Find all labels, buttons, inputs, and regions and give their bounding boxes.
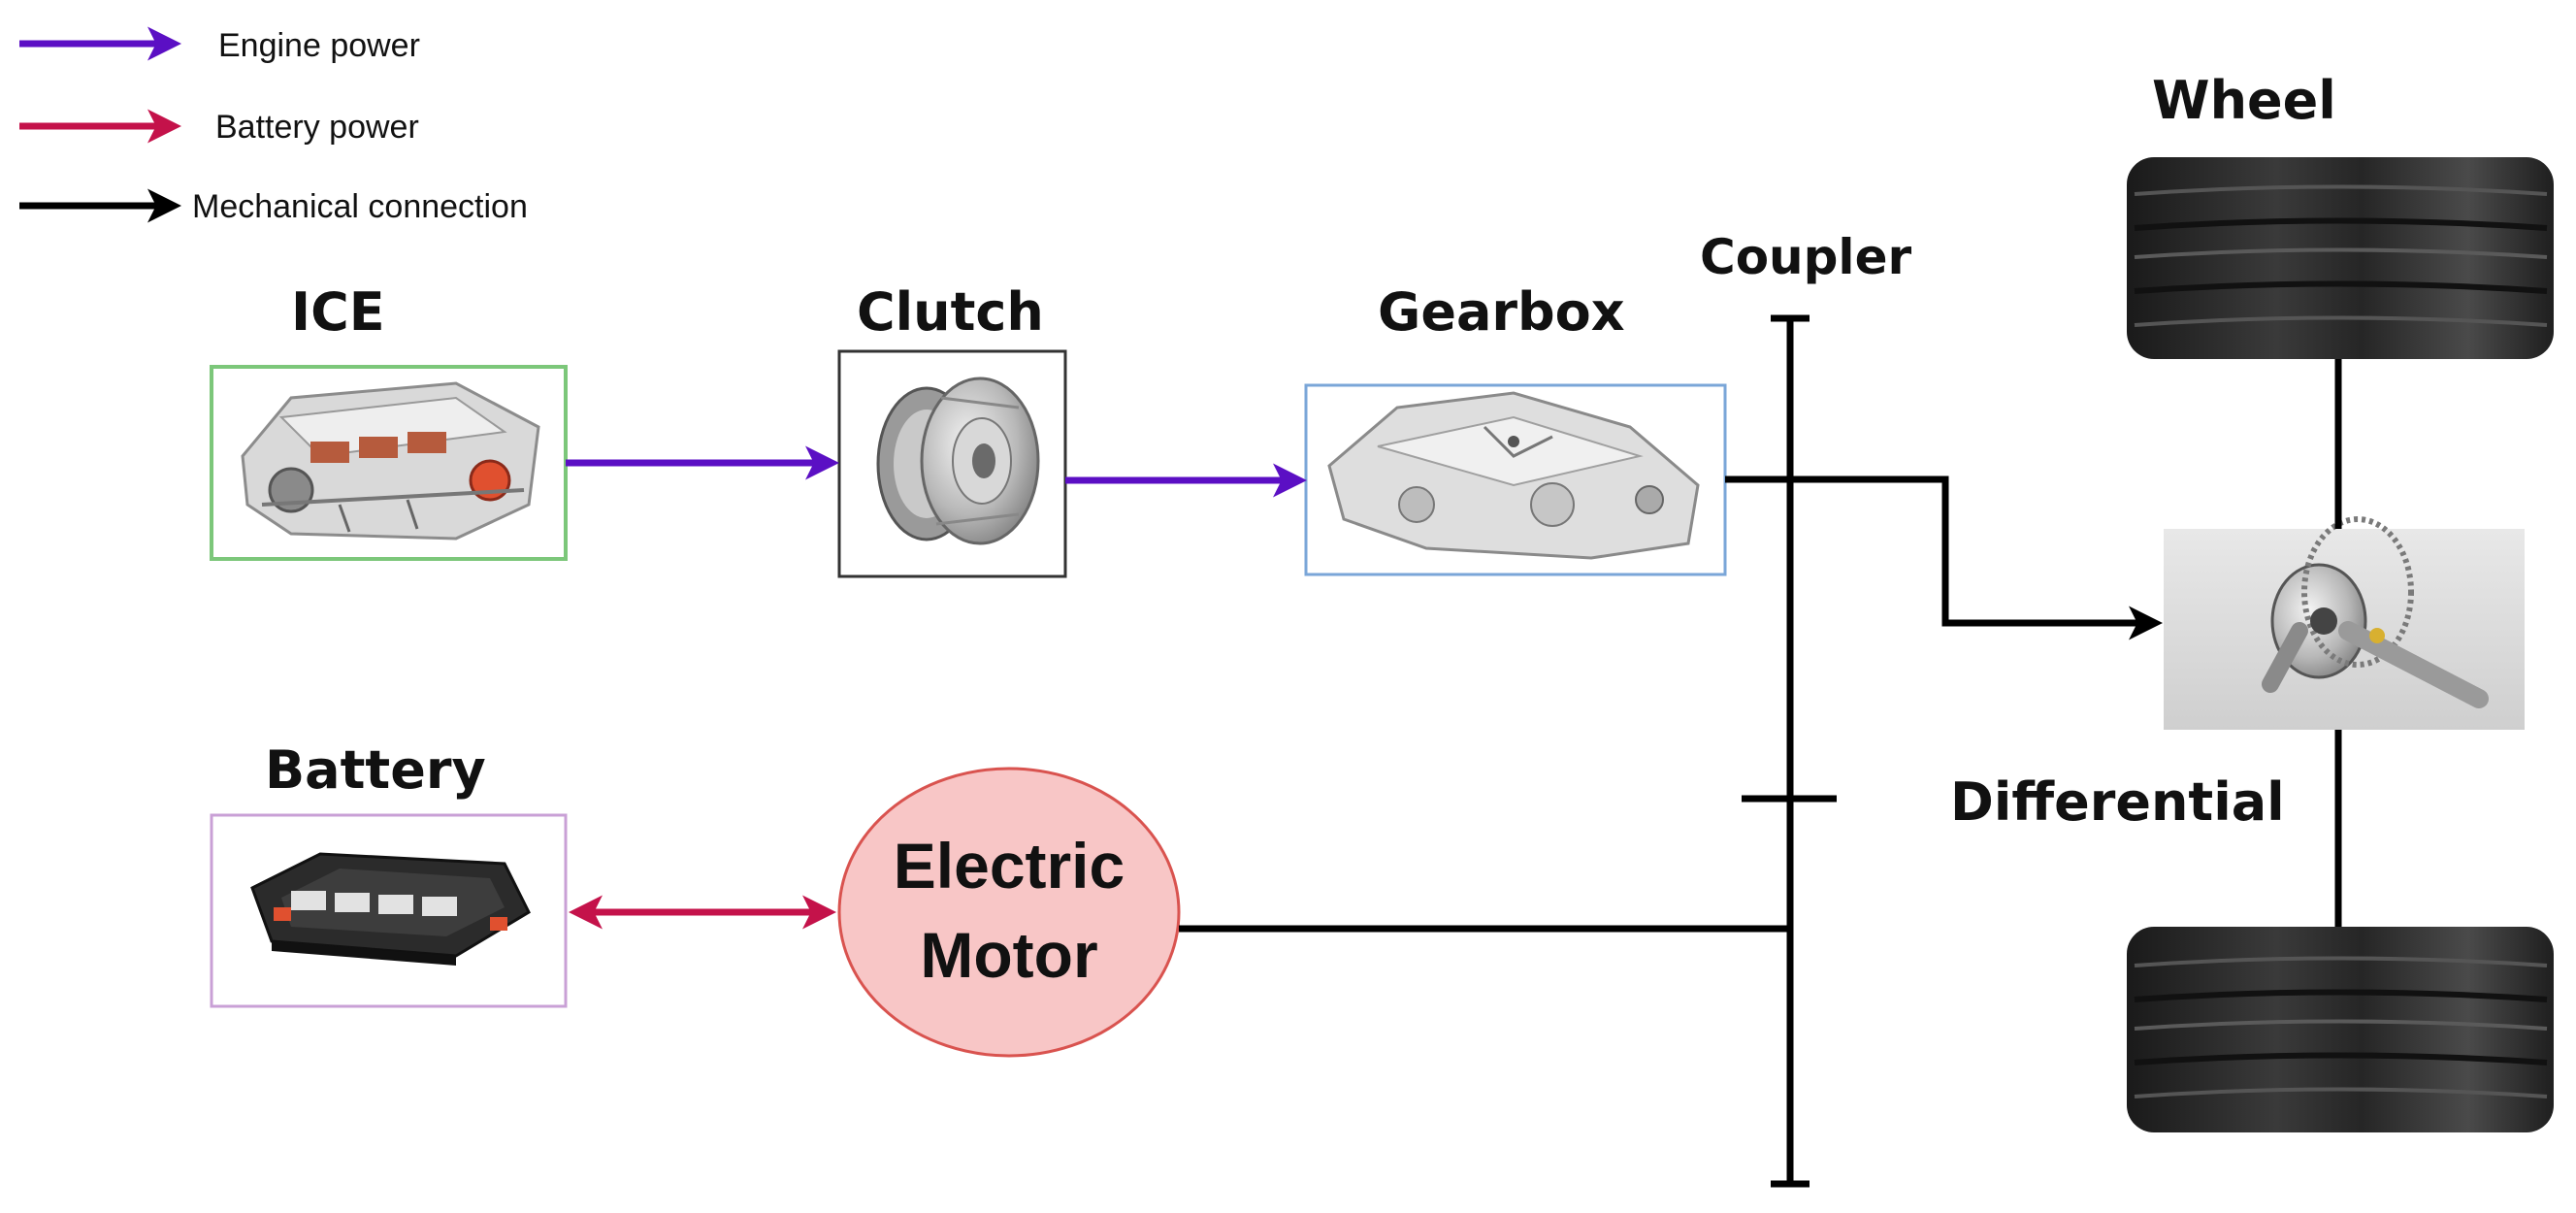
battery-pack-image <box>250 852 531 966</box>
coupler <box>1742 314 1837 1188</box>
tire-image <box>2127 927 2554 1132</box>
clutch-image <box>876 377 1040 545</box>
electric-motor: Electric Motor <box>837 767 1181 1058</box>
gearbox-label: Gearbox <box>1378 281 1625 343</box>
clutch-label: Clutch <box>857 281 1044 343</box>
electric-motor-label-line2: Motor <box>920 919 1097 991</box>
legend-engine-label: Engine power <box>218 27 420 64</box>
legend: Engine power Battery power Mechanical co… <box>19 26 528 225</box>
gearbox-image <box>1327 391 1700 560</box>
differential-component <box>2164 516 2525 730</box>
electric-motor-label-line1: Electric <box>894 830 1125 902</box>
clutch-component <box>837 349 1067 578</box>
battery-component <box>210 813 568 1008</box>
wheel-label: Wheel <box>2152 70 2336 131</box>
legend-mechanical-label: Mechanical connection <box>192 188 528 225</box>
top-wheel <box>2127 157 2554 359</box>
ice-label: ICE <box>291 281 385 343</box>
gearbox-to-differential-connection <box>1725 475 2163 640</box>
engine-image <box>241 381 540 541</box>
gearbox-component <box>1304 383 1727 576</box>
bottom-wheel <box>2127 927 2554 1132</box>
electric-motor-circle <box>837 767 1181 1058</box>
legend-battery-label: Battery power <box>215 109 419 146</box>
tire-image <box>2127 157 2554 359</box>
ice-component <box>210 365 568 561</box>
coupler-label: Coupler <box>1700 229 1911 285</box>
differential-label: Differential <box>1950 771 2285 833</box>
battery-label: Battery <box>265 739 486 801</box>
differential-image <box>2262 516 2489 708</box>
